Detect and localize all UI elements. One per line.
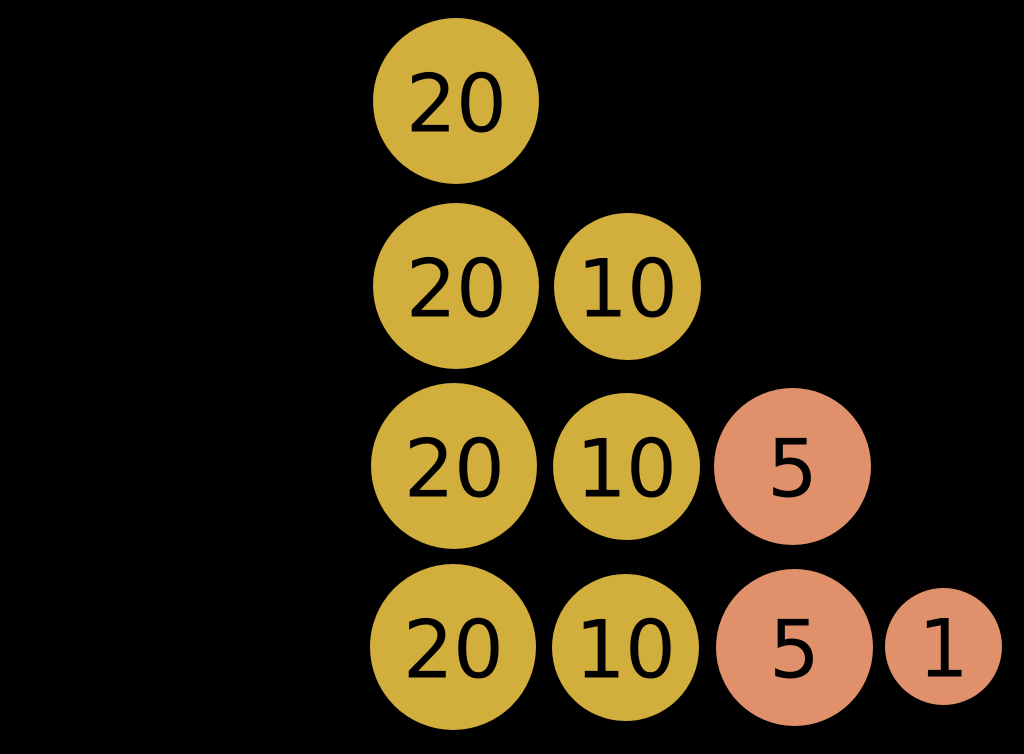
coin-1: 1 — [884, 587, 1002, 705]
coin-value: 20 — [405, 242, 507, 336]
coin-value: 5 — [768, 603, 820, 697]
coin-10: 10 — [551, 573, 699, 721]
coin-value: 20 — [405, 57, 507, 151]
coin-20: 20 — [370, 564, 536, 730]
coin-10: 10 — [553, 212, 701, 360]
coin-value: 10 — [574, 603, 676, 697]
coin-20: 20 — [373, 203, 539, 369]
coin-value: 10 — [575, 422, 677, 516]
coin-5: 5 — [713, 387, 871, 545]
coin-value: 20 — [402, 603, 504, 697]
coin-value: 1 — [917, 602, 969, 696]
coin-20: 20 — [371, 383, 537, 549]
coin-value: 20 — [403, 422, 505, 516]
coin-20: 20 — [373, 18, 539, 184]
coin-5: 5 — [715, 568, 873, 726]
coin-value: 5 — [766, 422, 818, 516]
coin-10: 10 — [552, 392, 700, 540]
coin-value: 10 — [576, 242, 678, 336]
